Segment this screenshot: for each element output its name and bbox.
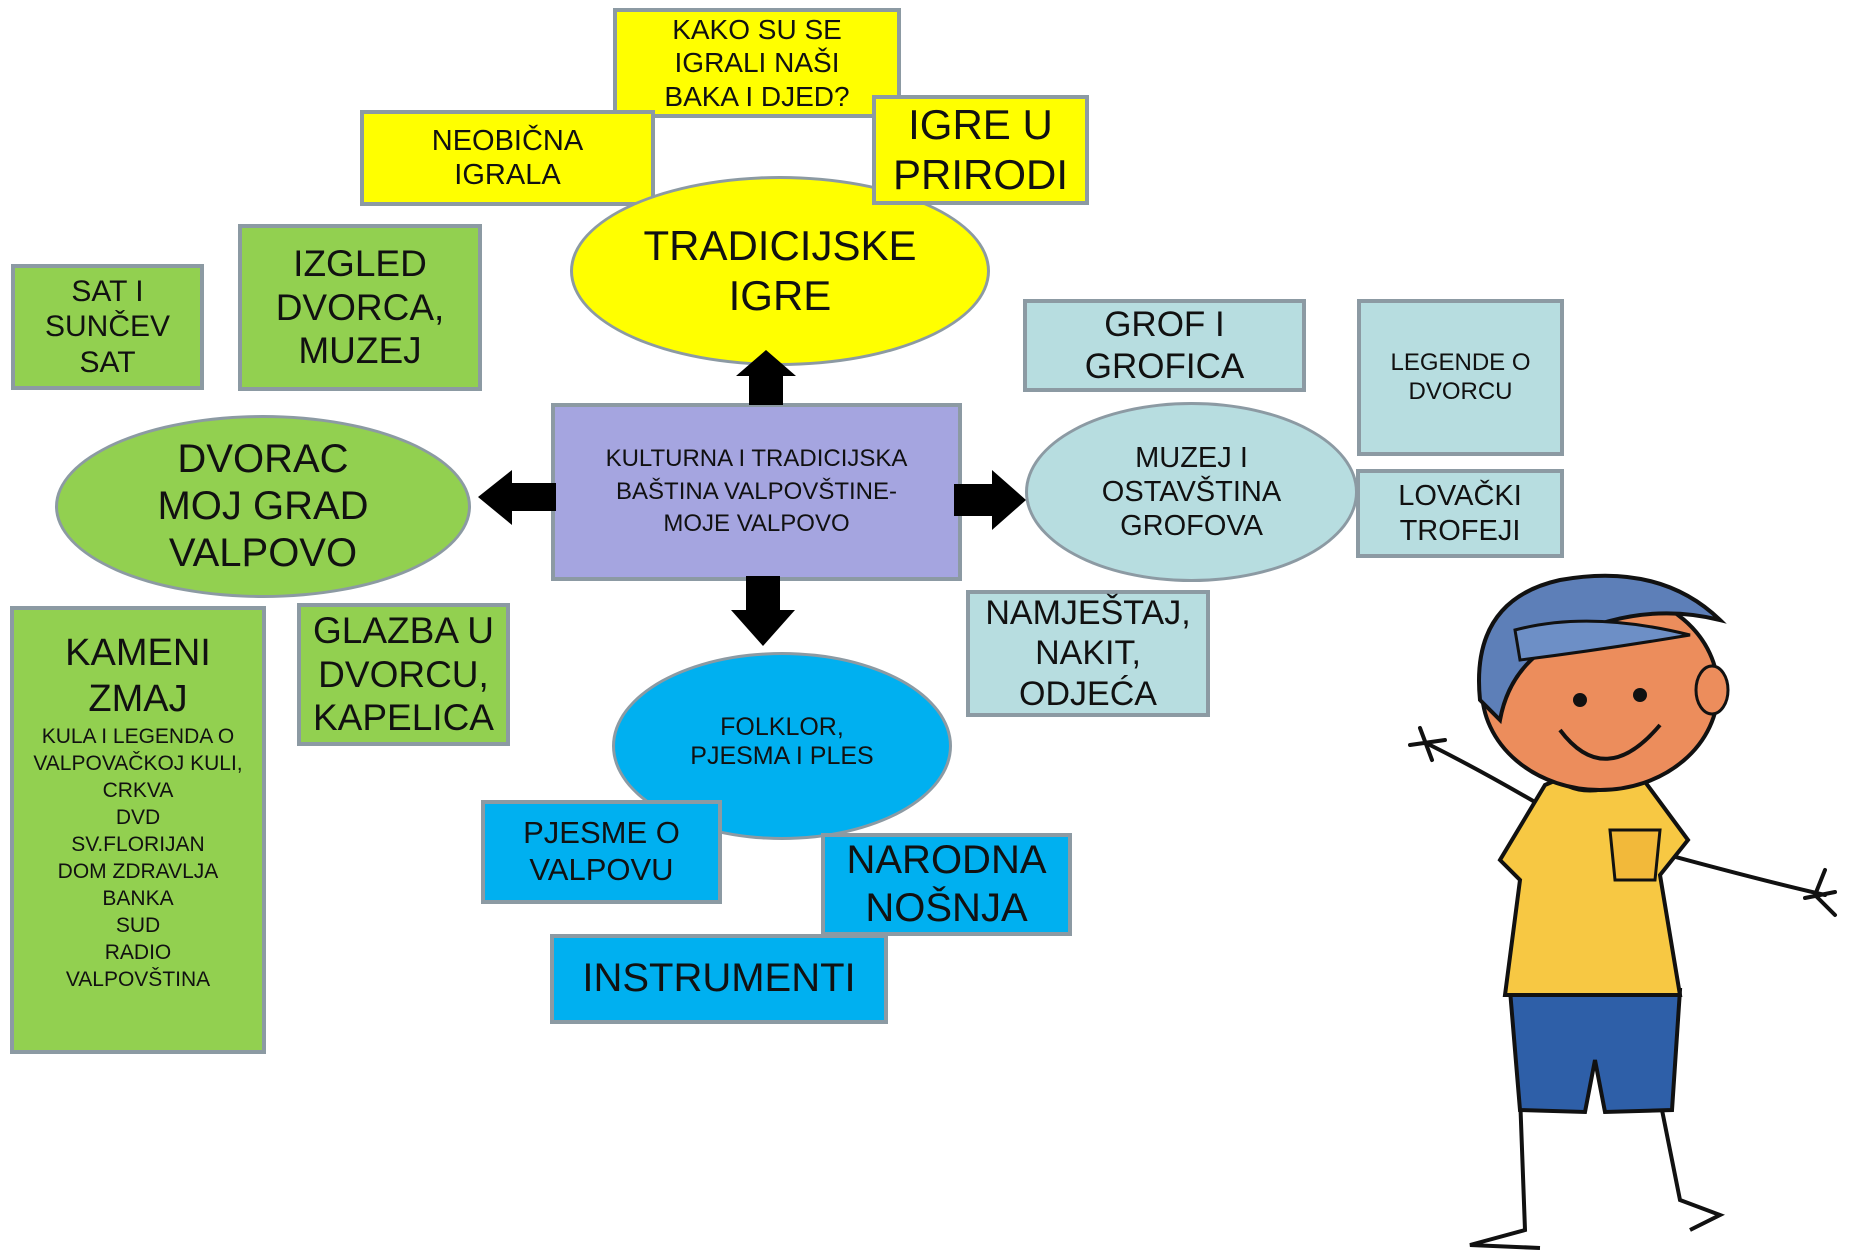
box-izgled-dvorca: IZGLED DVORCA, MUZEJ	[238, 224, 482, 391]
center-line-3: MOJE VALPOVO	[663, 510, 850, 538]
arrow-right-icon	[954, 470, 1026, 530]
namjestaj-line-2: NAKIT,	[1035, 634, 1141, 673]
boy-shorts	[1507, 988, 1683, 1115]
kameni-item: KULA I LEGENDA O	[41, 724, 235, 748]
folklor-line-2: PJESMA I PLES	[690, 742, 874, 770]
kameni-item: DOM ZDRAVLJA	[57, 859, 219, 883]
priroda-line-1: IGRE U	[908, 101, 1053, 149]
narodna-line-2: NOŠNJA	[865, 885, 1028, 930]
center-line-1: KULTURNA I TRADICIJSKA	[605, 445, 908, 473]
glazba-line-1: GLAZBA U	[313, 610, 494, 652]
box-narodna-nosnja: NARODNA NOŠNJA	[821, 833, 1072, 936]
sat-line-1: SAT I	[71, 274, 144, 308]
legende-line-2: DVORCU	[1408, 377, 1513, 405]
boy-arms	[1408, 726, 1837, 917]
box-namjestaj-nakit-odjeca: NAMJEŠTAJ, NAKIT, ODJEĆA	[966, 590, 1210, 717]
izgled-line-3: MUZEJ	[298, 330, 422, 372]
kameni-item: SV.FLORIJAN	[71, 832, 205, 856]
kameni-line-1: KAMENI	[65, 632, 211, 674]
kameni-item: CRKVA	[102, 778, 174, 802]
kameni-item: BANKA	[102, 886, 174, 910]
kako-line-2: IGRALI NAŠI	[674, 47, 840, 79]
kameni-line-2: ZMAJ	[88, 678, 188, 721]
boy-legs	[1469, 1094, 1725, 1250]
box-instrumenti: INSTRUMENTI	[550, 934, 888, 1024]
kako-line-3: BAKA I DJED?	[664, 80, 850, 112]
grof-line-2: GROFICA	[1084, 346, 1245, 386]
tradicijske-line-1: TRADICIJSKE	[643, 222, 917, 270]
muzej-line-3: GROFOVA	[1120, 510, 1263, 543]
box-kameni-zmaj: KAMENI ZMAJ KULA I LEGENDA O VALPOVAČKOJ…	[10, 606, 266, 1054]
priroda-line-2: PRIRODI	[892, 151, 1068, 198]
boy-ear	[1694, 664, 1730, 716]
box-lovacki-trofeji: LOVAČKI TROFEJI	[1356, 469, 1564, 558]
kako-line-1: KAKO SU SE	[672, 14, 842, 46]
dvorac-line-2: MOJ GRAD	[157, 483, 369, 528]
glazba-line-3: KAPELICA	[313, 697, 494, 739]
boy-pocket	[1608, 828, 1662, 882]
boy-cap-brim	[1513, 619, 1691, 662]
box-igre-u-prirodi: IGRE U PRIRODI	[872, 95, 1089, 205]
center-line-2: BAŠTINA VALPOVŠTINE-	[616, 477, 897, 505]
box-grof-i-grofica: GROF I GROFICA	[1023, 299, 1306, 392]
namjestaj-line-1: NAMJEŠTAJ,	[985, 594, 1191, 633]
folklor-line-1: FOLKLOR,	[720, 712, 844, 741]
narodna-line-1: NARODNA	[846, 838, 1047, 883]
ellipse-dvorac-moj-grad: DVORAC MOJ GRAD VALPOVO	[55, 415, 471, 598]
pjesme-line-1: PJESME O	[523, 815, 680, 851]
kameni-item: SUD	[115, 913, 161, 937]
izgled-line-1: IZGLED	[293, 243, 427, 285]
muzej-line-1: MUZEJ I	[1135, 441, 1248, 474]
namjestaj-line-3: ODJEĆA	[1019, 674, 1157, 713]
sat-line-2: SUNČEV	[44, 310, 171, 344]
legende-line-1: LEGENDE O	[1390, 349, 1531, 377]
ellipse-muzej-ostavstina: MUZEJ I OSTAVŠTINA GROFOVA	[1025, 402, 1358, 582]
kameni-item: VALPOVAČKOJ KULI,	[33, 751, 243, 775]
muzej-line-2: OSTAVŠTINA	[1101, 475, 1282, 508]
grof-line-1: GROF I	[1104, 305, 1225, 345]
ellipse-tradicijske-igre: TRADICIJSKE IGRE	[570, 176, 990, 366]
arrow-left-icon	[478, 470, 556, 525]
boy-mouth	[1558, 723, 1662, 761]
boy-cap	[1477, 573, 1727, 725]
box-sat-i-suncev-sat: SAT I SUNČEV SAT	[11, 264, 204, 390]
kameni-item: DVD	[115, 805, 161, 829]
neobicna-line-1: NEOBIČNA	[431, 124, 584, 157]
boy-face	[1480, 588, 1720, 792]
box-kako-su-se-igrali: KAKO SU SE IGRALI NAŠI BAKA I DJED?	[613, 8, 901, 118]
kameni-item: VALPOVŠTINA	[65, 967, 211, 991]
arrow-down-icon	[731, 576, 795, 646]
lovacki-line-2: TROFEJI	[1399, 514, 1521, 547]
box-pjesme-o-valpovu: PJESME O VALPOVU	[481, 800, 722, 904]
tradicijske-line-2: IGRE	[728, 272, 832, 319]
dvorac-line-1: DVORAC	[177, 436, 349, 481]
instrumenti-label: INSTRUMENTI	[582, 956, 856, 1001]
box-neobicna-igrala: NEOBIČNA IGRALA	[360, 110, 655, 206]
boy-shirt	[1497, 767, 1691, 997]
glazba-line-2: DVORCU,	[318, 653, 489, 695]
lovacki-line-1: LOVAČKI	[1398, 480, 1522, 513]
izgled-line-2: DVORCA,	[275, 286, 445, 328]
boy-eye-right	[1633, 688, 1647, 702]
box-glazba-u-dvorcu: GLAZBA U DVORCU, KAPELICA	[297, 603, 510, 746]
dvorac-line-3: VALPOVO	[168, 531, 358, 576]
neobicna-line-2: IGRALA	[454, 159, 561, 191]
kameni-item: RADIO	[104, 940, 172, 964]
pjesme-line-2: VALPOVU	[529, 852, 674, 887]
boy-eye-left	[1573, 693, 1587, 707]
kameni-list: KULA I LEGENDA O VALPOVAČKOJ KULI, CRKVA…	[33, 723, 242, 993]
center-box-kulturna-bastina: KULTURNA I TRADICIJSKA BAŠTINA VALPOVŠTI…	[551, 403, 962, 581]
arrow-up-icon	[736, 350, 796, 405]
box-legende-o-dvorcu: LEGENDE O DVORCU	[1357, 299, 1564, 456]
sat-line-3: SAT	[79, 345, 136, 379]
boy-neck	[1558, 761, 1622, 793]
